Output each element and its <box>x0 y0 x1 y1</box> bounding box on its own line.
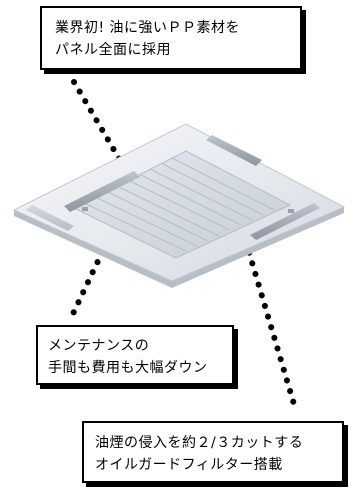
callout-pp-material-line2: パネル全面に採用 <box>55 42 171 58</box>
callout-oil-guard-filter-line2: オイルガードフィルター搭載 <box>95 457 283 473</box>
callout-oil-guard-filter-line1: 油煙の侵入を約２/３カットする <box>95 435 304 451</box>
callout-maintenance-line1: メンテナンスの <box>48 338 150 354</box>
callout-maintenance-line2: 手間も費用も大幅ダウン <box>48 360 208 376</box>
callout-pp-material: 業界初! 油に強いＰＰ素材を パネル全面に採用 <box>40 6 302 70</box>
leader-line-top <box>71 79 140 192</box>
callout-oil-guard-filter: 油煙の侵入を約２/３カットする オイルガードフィルター搭載 <box>82 421 344 483</box>
leader-line-bottom <box>243 239 299 414</box>
ceiling-cassette-panel-icon <box>12 123 346 288</box>
callout-maintenance: メンテナンスの 手間も費用も大幅ダウン <box>36 325 234 385</box>
callout-pp-material-line1: 業界初! 油に強いＰＰ素材を <box>55 20 241 36</box>
